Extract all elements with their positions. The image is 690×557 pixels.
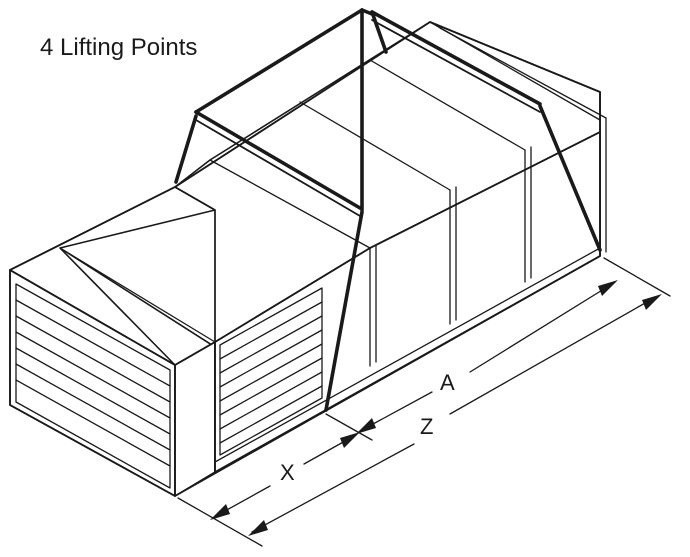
end-louver-slat <box>15 299 171 387</box>
dim-a-arrow-start <box>356 418 376 434</box>
front-louver-slat <box>219 343 323 402</box>
cabinet-top-seam <box>59 247 216 343</box>
lifting-rig <box>174 8 602 412</box>
ext-line-mid <box>325 413 373 441</box>
end-louver-slat <box>15 347 171 435</box>
dim-z-line-1 <box>251 443 415 533</box>
ext-line-left <box>177 497 263 547</box>
end-louver-panel <box>15 283 171 489</box>
front-louver-slat <box>219 371 323 430</box>
end-louver-slat <box>15 331 171 419</box>
front-louver-slat <box>219 385 323 444</box>
sling-back-right <box>538 104 602 252</box>
unit-outline-top <box>9 21 601 497</box>
spreader-bar-front-edge <box>195 119 361 217</box>
end-louver-slat <box>15 315 171 403</box>
front-louver-slat <box>219 301 323 360</box>
dim-x-arrow-end <box>340 432 360 448</box>
diagram-title: 4 Lifting Points <box>40 34 197 61</box>
spreader-bar-back <box>370 10 542 106</box>
sling-front-right <box>324 210 364 412</box>
top-seam-1 <box>209 159 371 249</box>
cable-1 <box>194 8 364 114</box>
cabinet-back-seam <box>174 186 216 343</box>
sling-front-left <box>174 114 198 184</box>
base-rail <box>214 247 601 463</box>
dim-z-line-2 <box>449 297 655 415</box>
top-seam-3 <box>369 59 526 151</box>
dim-x-arrow-start <box>210 504 230 520</box>
spreader-bar-front <box>194 110 362 210</box>
unit-body <box>9 21 607 497</box>
end-louver-frame <box>15 283 171 489</box>
dim-a-line-2 <box>469 283 613 373</box>
spreader-bar-back-edge <box>371 19 541 113</box>
dim-z-arrow-end <box>642 294 662 310</box>
front-louver-slat <box>219 357 323 416</box>
top-seam-2 <box>299 101 451 191</box>
dim-a-arrow-end <box>598 280 618 296</box>
top-seam-5 <box>439 27 607 119</box>
cable-4 <box>370 10 388 54</box>
dim-z-arrow-start <box>248 520 268 536</box>
dimension-label-x: X <box>280 460 295 485</box>
front-louver-panel <box>219 287 323 456</box>
end-louver-slat <box>15 379 171 467</box>
ext-line-right <box>603 257 671 297</box>
dimension-label-a: A <box>440 370 455 395</box>
front-louver-slat <box>219 329 323 388</box>
left-cabinet-front-face <box>174 341 216 497</box>
dimension-label-z: Z <box>420 414 433 439</box>
dimension-lines <box>177 257 671 547</box>
front-louver-frame <box>219 287 323 456</box>
end-louver-slat <box>15 363 171 451</box>
front-louver-slat <box>219 315 323 374</box>
